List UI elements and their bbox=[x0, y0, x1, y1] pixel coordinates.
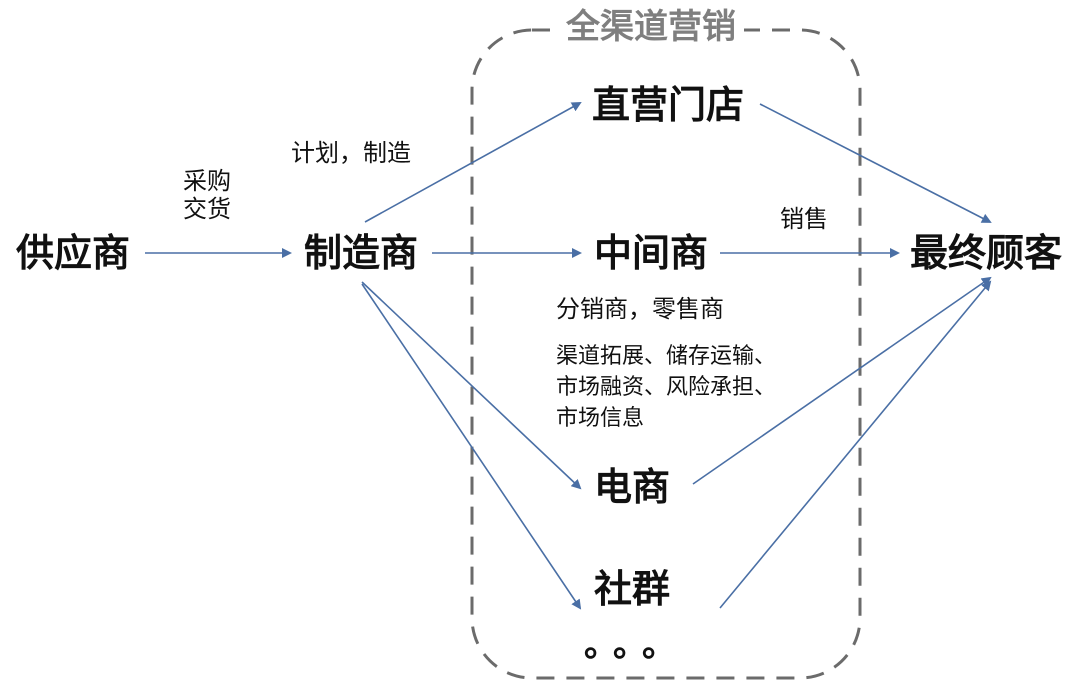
ellipsis-more-channels: 。。。 bbox=[584, 625, 688, 665]
middleman-function-line: 渠道拓展、储存运输、 bbox=[556, 344, 777, 369]
node-supplier: 供应商 bbox=[16, 231, 131, 275]
node-middleman: 中间商 bbox=[594, 231, 709, 275]
arrow-direct-store-to-customer bbox=[759, 103, 992, 223]
edge-label-plan-manufacture: 计划，制造 bbox=[291, 139, 411, 167]
middleman-function-line: 市场信息 bbox=[556, 405, 645, 431]
edge-label-purchase-line1: 采购 bbox=[183, 167, 231, 195]
node-ecommerce: 电商 bbox=[594, 465, 671, 509]
middleman-functions: 渠道拓展、储存运输、 市场融资、风险承担、 市场信息 bbox=[556, 342, 776, 434]
edge-label-purchase-line2: 交货 bbox=[183, 194, 231, 223]
group-title: 全渠道营销 bbox=[558, 10, 744, 44]
edge-label-sales: 销售 bbox=[780, 205, 828, 233]
node-final-customer: 最终顾客 bbox=[910, 231, 1063, 275]
arrow-manufacturer-to-community bbox=[361, 283, 582, 610]
arrow-community-to-customer bbox=[719, 280, 992, 609]
edge-label-purchase: 采购 交货 bbox=[183, 167, 231, 223]
arrow-manufacturer-to-direct-store bbox=[364, 102, 582, 223]
middleman-types: 分销商，零售商 bbox=[556, 295, 724, 323]
node-community: 社群 bbox=[594, 567, 671, 611]
arrow-manufacturer-to-ecommerce bbox=[361, 281, 582, 490]
arrow-ecommerce-to-customer bbox=[692, 276, 992, 485]
middleman-function-line: 市场融资、风险承担、 bbox=[556, 374, 777, 400]
node-direct-store: 直营门店 bbox=[592, 83, 745, 127]
node-manufacturer: 制造商 bbox=[304, 231, 419, 275]
